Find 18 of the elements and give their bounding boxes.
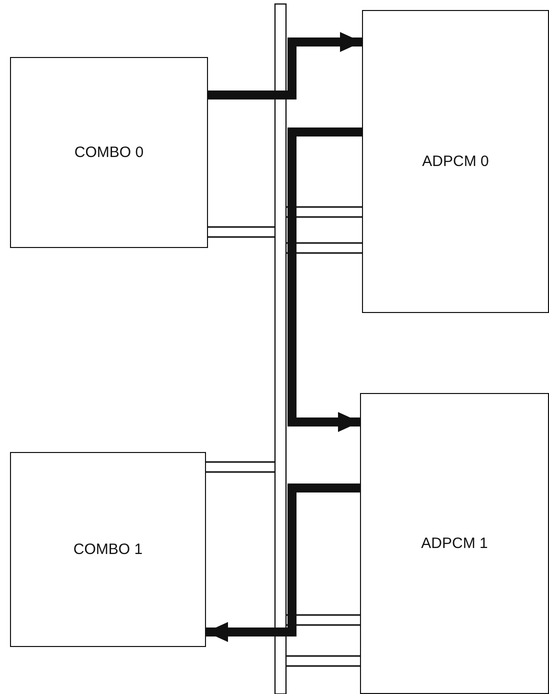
block-box <box>10 57 208 248</box>
bus-arrow <box>208 32 362 100</box>
block-box <box>362 10 549 313</box>
bus-arrow <box>206 484 360 642</box>
bus-line <box>285 614 361 626</box>
bus-line <box>207 226 276 238</box>
block-label: ADPCM 0 <box>422 153 489 170</box>
block-box <box>360 393 549 694</box>
bus-line <box>285 242 363 254</box>
block-label: COMBO 1 <box>73 541 143 558</box>
block-box <box>10 452 206 647</box>
bus-line <box>205 461 276 473</box>
bus-line <box>285 206 363 218</box>
bus-line <box>285 655 361 667</box>
block-label: COMBO 0 <box>74 144 144 161</box>
bus-arrow <box>288 128 362 432</box>
block-label: ADPCM 1 <box>421 535 488 552</box>
bus-bar <box>274 3 287 694</box>
